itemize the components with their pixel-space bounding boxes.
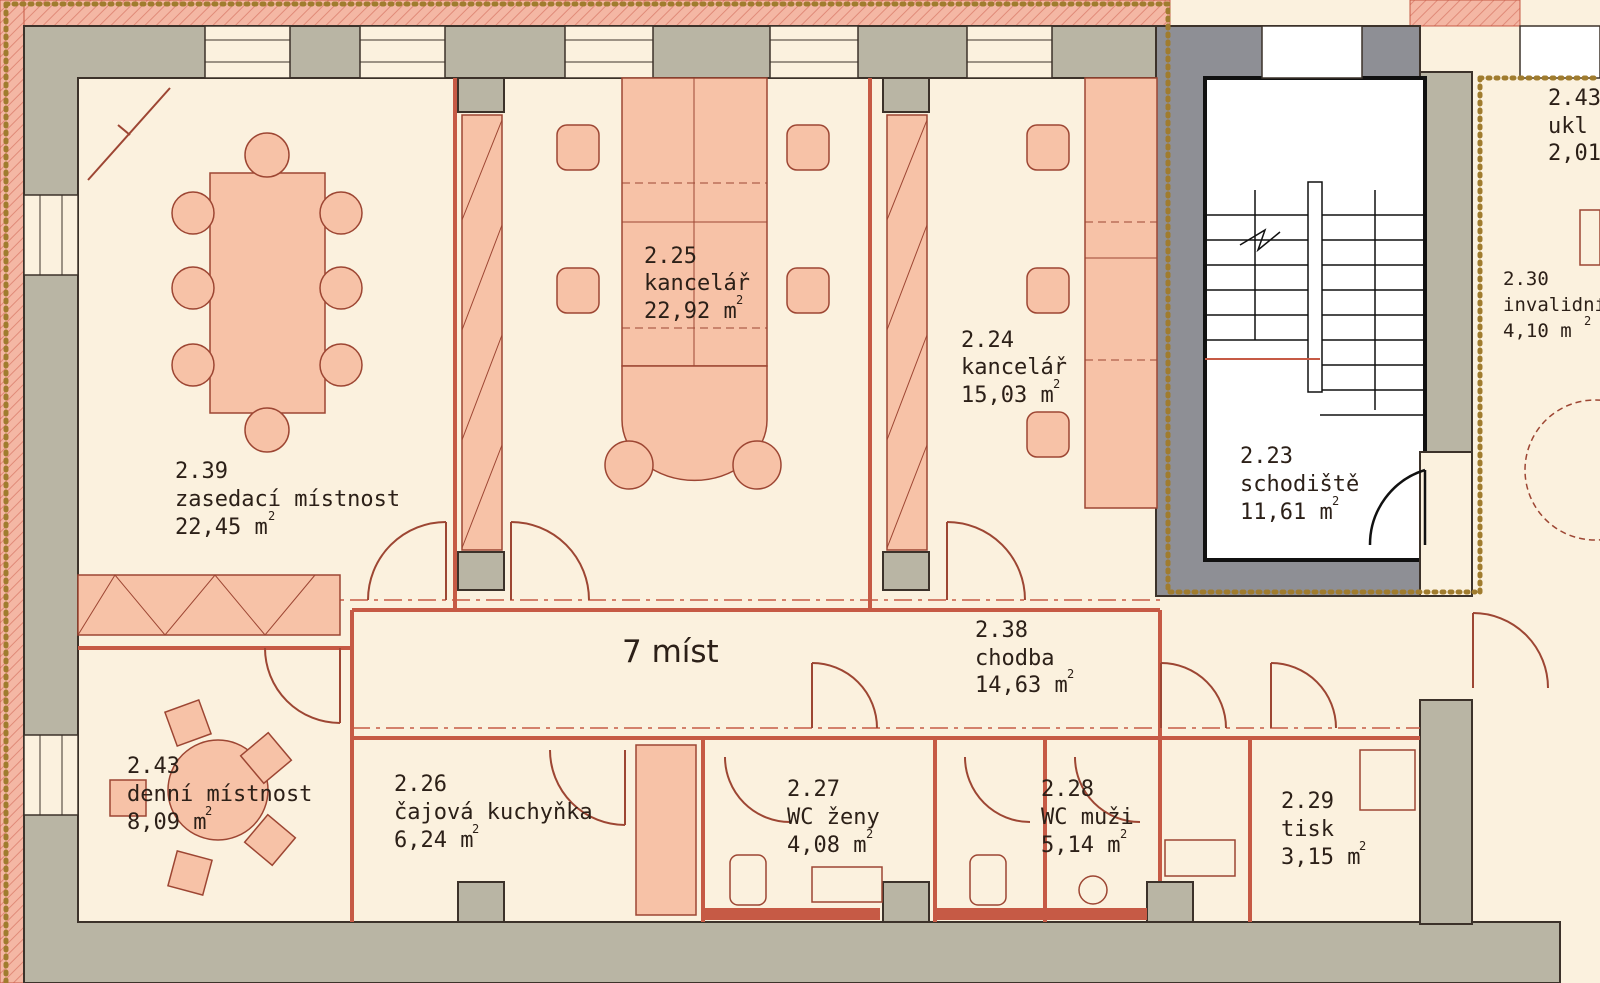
room-label-2-28: 2.28 WC muži 5,14 m 2: [1041, 777, 1134, 858]
room-id: 2.38: [975, 618, 1028, 643]
room-name: tisk: [1281, 817, 1334, 842]
room-label-2-27: 2.27 WC ženy 4,08 m 2: [787, 777, 880, 858]
room-area-unit: 2: [866, 827, 873, 841]
room-area-unit: 2: [736, 293, 743, 307]
desk-seams-2-24: [1085, 221, 1157, 361]
room-label-2-38: 2.38 chodba 14,63 m 2: [975, 618, 1074, 698]
room-name: schodiště: [1240, 472, 1359, 497]
window-sills: [39, 39, 1052, 815]
room-name: kancelář: [961, 355, 1067, 380]
room-id: 2.25: [644, 244, 697, 269]
room-name: WC ženy: [787, 805, 880, 830]
room-id: 2.23: [1240, 444, 1293, 469]
room-area-unit: 2: [1584, 314, 1591, 328]
wardrobes: [77, 114, 928, 916]
columns: [457, 77, 1194, 923]
room-id: 2.30: [1503, 268, 1549, 290]
stair-core: [1155, 25, 1600, 597]
room-area: 22,45 m: [175, 515, 268, 540]
room-area: 4,10 m: [1503, 320, 1572, 342]
room-area: 22,92 m: [644, 299, 737, 324]
day-room-table: [109, 698, 297, 896]
room-label-2-43-day-room: 2.43 denní místnost 8,09 m 2: [127, 754, 312, 835]
fire-boundary: [3, 1, 1600, 983]
room-area: 6,24 m: [394, 828, 473, 853]
meeting-table: [171, 132, 363, 453]
room-area-unit: 2: [1359, 839, 1366, 853]
room-name: WC muži: [1041, 805, 1134, 830]
room-id: 2.39: [175, 459, 228, 484]
room-area-unit: 2: [472, 822, 479, 836]
partitions: [78, 78, 1420, 922]
room-label-2-26: 2.26 čajová kuchyňka 6,24 m 2: [394, 772, 593, 853]
room-area: 2,01: [1548, 141, 1600, 166]
room-id: 2.27: [787, 777, 840, 802]
office-chairs-2-25: [556, 124, 830, 314]
room-label-2-25: 2.25 kancelář 22,92 m 2: [644, 244, 750, 324]
stair-treads: [1205, 181, 1425, 416]
room-label-2-29: 2.29 tisk 3,15 m 2: [1281, 789, 1366, 870]
sanitary-fixtures: [729, 209, 1600, 906]
room-id: 2.29: [1281, 789, 1334, 814]
room-label-2-39: 2.39 zasedací místnost 22,45 m 2: [175, 459, 400, 540]
room-id: 2.24: [961, 328, 1014, 353]
room-label-2-43-storage: 2.43 ukl 2,01: [1548, 86, 1600, 166]
room-area-unit: 2: [205, 804, 212, 818]
room-area-unit: 2: [1053, 377, 1060, 391]
room-area-unit: 2: [268, 509, 275, 523]
projection-screen: [87, 87, 171, 181]
room-area: 3,15 m: [1281, 845, 1360, 870]
room-name: chodba: [975, 646, 1054, 671]
wardrobe-diagonals: [77, 119, 928, 636]
capacity-label: 7 míst: [622, 634, 719, 670]
room-label-2-24: 2.24 kancelář 15,03 m 2: [961, 328, 1067, 408]
room-id: 2.26: [394, 772, 447, 797]
doors: [264, 521, 1549, 826]
room-name: zasedací místnost: [175, 487, 400, 512]
room-label-2-23: 2.23 schodiště 11,61 m 2: [1240, 444, 1359, 525]
room-area-unit: 2: [1067, 667, 1074, 681]
room-area: 15,03 m: [961, 383, 1054, 408]
stair-door: [1368, 468, 1427, 546]
room-label-2-30: 2.30 invalidní W 4,10 m 2: [1503, 268, 1600, 342]
room-id: 2.28: [1041, 777, 1094, 802]
windows: [23, 25, 1053, 816]
office-desks-2-24: [1026, 77, 1158, 509]
room-area-unit: 2: [1332, 494, 1339, 508]
room-area: 8,09 m: [127, 810, 206, 835]
room-area-unit: 2: [1120, 827, 1127, 841]
room-name: invalidní W: [1503, 294, 1600, 316]
room-area: 5,14 m: [1041, 833, 1120, 858]
room-id: 2.43: [127, 754, 180, 779]
room-name: ukl: [1548, 114, 1588, 139]
exterior-walls: [23, 25, 1561, 983]
room-area: 14,63 m: [975, 673, 1068, 698]
room-area: 11,61 m: [1240, 500, 1333, 525]
room-name: kancelář: [644, 271, 750, 296]
room-area: 4,08 m: [787, 833, 866, 858]
room-name: čajová kuchyňka: [394, 800, 593, 825]
room-id: 2.43: [1548, 86, 1600, 111]
desk-seams: [622, 78, 767, 367]
floor-strip: [705, 908, 1147, 920]
room-name: denní místnost: [127, 782, 312, 807]
